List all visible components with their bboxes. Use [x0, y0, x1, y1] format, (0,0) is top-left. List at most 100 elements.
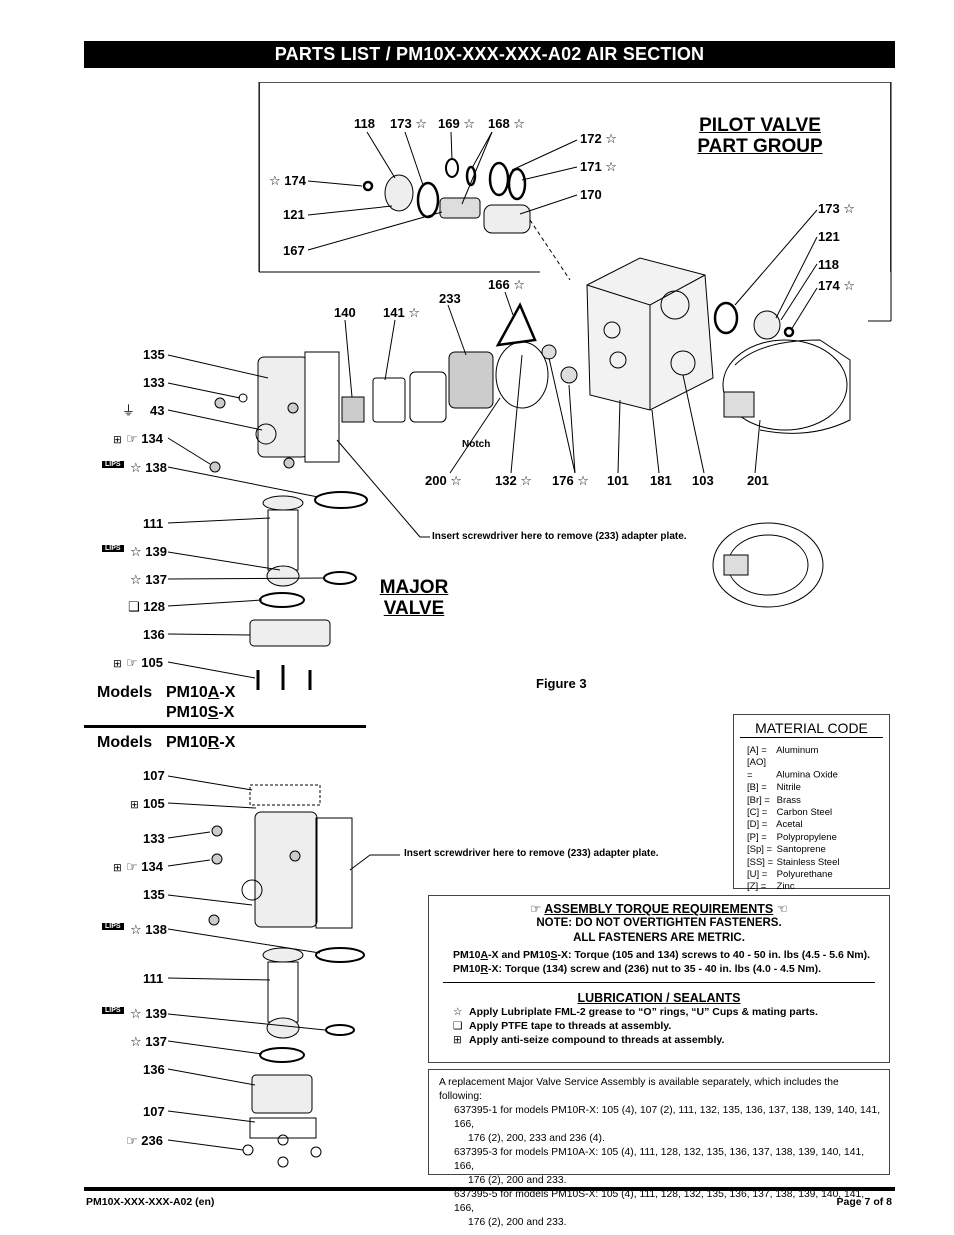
material-name: Nitrile [776, 782, 801, 794]
part-label: 136 [143, 627, 165, 642]
page-number: Page 7 of 8 [836, 1196, 892, 1208]
part-label: 140 [334, 305, 356, 320]
model-prefix: PM10 [166, 734, 208, 751]
material-code: [Z] = [747, 881, 767, 893]
part-label: 133 [143, 375, 165, 390]
lubrication-item: ❑Apply PTFE tape to threads at assembly. [453, 1019, 889, 1033]
torque-line: PM10R-X: Torque (134) screw and (236) nu… [453, 963, 889, 977]
part-label: ☆ 137 [130, 572, 167, 587]
model-prefix: PM10 [166, 684, 208, 701]
model-prefix: PM10 [166, 704, 208, 721]
part-label: 201 [747, 473, 769, 488]
part-label: ☆ 139 [130, 1006, 167, 1021]
text: -X and PM10 [488, 949, 551, 961]
divider [443, 982, 875, 983]
ground-icon: ⏚ [122, 403, 136, 418]
text: PM10 [453, 949, 481, 961]
part-label: ☞ 236 [126, 1133, 163, 1148]
models-label: Models [97, 734, 153, 751]
part-label: ☆ 174 [269, 173, 306, 188]
material-code: [A] = [747, 745, 767, 756]
anti-seize-icon: ⊞ [113, 862, 122, 874]
replacement-line: 637395-3 for models PM10A-X: 105 (4), 11… [454, 1147, 865, 1172]
lubrication-item: ☆Apply Lubriplate FML-2 grease to “O” ri… [453, 1005, 889, 1019]
anti-seize-icon: ⊞ [113, 658, 122, 670]
material-name: Brass [776, 794, 801, 806]
anti-seize-icon: ⊞ [113, 434, 122, 446]
part-label: ☞ 134 [126, 431, 163, 446]
replacement-intro: A replacement Major Valve Service Assemb… [439, 1077, 839, 1102]
part-label: ☞ 134 [126, 859, 163, 874]
material-name: Polyurethane [776, 869, 833, 881]
lips-icon: LIPS [102, 1007, 124, 1014]
anti-seize-icon: ⊞ [130, 799, 139, 811]
part-label: 121 [818, 229, 840, 244]
part-label: 118 [354, 116, 375, 131]
list-item: [B] = Nitrile [747, 782, 889, 794]
pilot-title-line1: PILOT VALVE [699, 115, 821, 136]
pilot-valve-title: PILOT VALVE PART GROUP [690, 115, 830, 157]
part-label: 135 [143, 347, 165, 362]
part-label: 167 [283, 243, 305, 258]
torque-line: PM10A-X and PM10S-X: Torque (105 and 134… [453, 949, 889, 963]
models-label: Models [97, 684, 153, 701]
pointing-hand-icon: ☞ [530, 902, 542, 916]
model-pm10a: PM10A-X [166, 684, 235, 702]
list-item: [D] = Acetal [747, 819, 889, 831]
torque-heading: ☞ ASSEMBLY TORQUE REQUIREMENTS ☜ [429, 901, 889, 916]
material-code: [C] = [747, 807, 768, 819]
screwdriver-note: Insert screwdriver here to remove (233) … [432, 531, 687, 542]
part-label: 111 [143, 516, 164, 531]
part-label: 121 [283, 207, 305, 222]
text: Apply PTFE tape to threads at assembly. [469, 1020, 672, 1032]
lips-icon: LIPS [102, 461, 124, 468]
text: PM10 [453, 962, 481, 975]
part-label: ☆ 139 [130, 544, 167, 559]
material-name: Stainless Steel [776, 856, 840, 868]
part-label: 171 ☆ [580, 159, 617, 174]
list-item: [Sp] = Santoprene [747, 844, 889, 856]
list-item: [SS] = Stainless Steel [747, 857, 889, 869]
part-label: 135 [143, 887, 165, 902]
part-label: 103 [692, 473, 714, 488]
text: A [480, 949, 489, 961]
torque-requirements-box: ☞ ASSEMBLY TORQUE REQUIREMENTS ☜ NOTE: D… [428, 895, 890, 1063]
part-label: 173 ☆ [818, 201, 855, 216]
material-name: Carbon Steel [776, 807, 833, 819]
text: R [480, 962, 489, 975]
torque-caution: NOTE: DO NOT OVERTIGHTEN FASTENERS. [536, 917, 782, 929]
list-item: [AO] = Alumina Oxide [747, 757, 889, 782]
text: -X: Torque (105 and 134) screws to 40 - … [557, 949, 871, 961]
lips-icon: LIPS [102, 923, 124, 930]
material-code: [AO] = [747, 757, 767, 781]
replacement-line: 637395-5 for models PM10S-X: 105 (4), 11… [454, 1189, 865, 1214]
part-label: 233 [439, 291, 461, 306]
major-title-line1: MAJOR [379, 577, 449, 598]
pointing-hand-icon: ☜ [776, 902, 788, 916]
material-name: Aluminum [776, 745, 819, 756]
text: S [550, 949, 558, 961]
list-item: [A] = Aluminum [747, 745, 889, 757]
material-code: [SS] = [747, 856, 774, 868]
torque-caution: ALL FASTENERS ARE METRIC. [573, 932, 745, 944]
part-label: 166 ☆ [488, 277, 525, 292]
material-code: [Sp] = [747, 844, 773, 856]
page-title: PARTS LIST / PM10X-XXX-XXX-A02 AIR SECTI… [84, 41, 895, 68]
text: -X: Torque (134) screw and (236) nut to … [488, 962, 821, 975]
replacement-line: 176 (2), 200 and 233. [468, 1175, 567, 1186]
model-letter: S [207, 704, 219, 721]
material-name: Alumina Oxide [776, 769, 838, 781]
model-letter: R [207, 734, 220, 751]
replacement-kit-box: A replacement Major Valve Service Assemb… [428, 1069, 890, 1228]
part-label: ☆ 138 [130, 922, 167, 937]
part-label: 169 ☆ [438, 116, 475, 131]
model-suffix: -X [218, 704, 235, 721]
material-code: [D] = [747, 819, 768, 831]
material-code: [Br] = [747, 794, 770, 806]
list-item: [U] = Polyurethane [747, 869, 889, 881]
part-label: 172 ☆ [580, 131, 617, 146]
star-icon: ☆ [453, 1006, 463, 1018]
model-pm10r: PM10R-X [166, 734, 235, 752]
part-label: ❑ 128 [128, 599, 165, 614]
